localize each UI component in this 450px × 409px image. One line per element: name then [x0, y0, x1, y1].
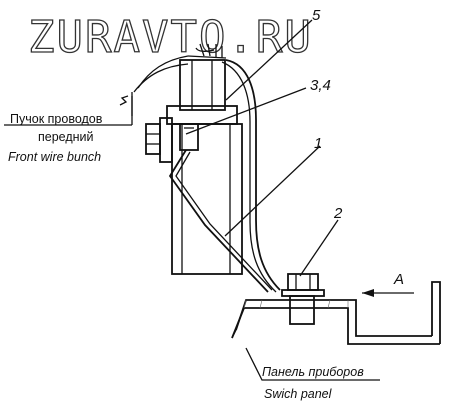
- panel-label-en: Swich panel: [264, 387, 333, 401]
- front-bunch-label-en: Front wire bunch: [8, 150, 101, 164]
- front-bunch-label-ru-1: Пучок проводов: [10, 112, 103, 126]
- connector-block: [166, 59, 243, 275]
- switch-panel: [231, 281, 441, 345]
- callout-2: 2: [333, 205, 343, 222]
- leader-lines: [4, 19, 380, 381]
- wire-5: [225, 59, 281, 291]
- callout-3-4: 3,4: [310, 77, 331, 94]
- bolt-bracket: [145, 117, 199, 163]
- front-bunch-label-ru-2: передний: [38, 130, 94, 144]
- panel-bolt: [281, 273, 325, 325]
- panel-label-ru: Панель приборов: [262, 365, 364, 379]
- callout-5: 5: [312, 7, 321, 24]
- front-wire-bunch: [119, 43, 227, 116]
- watermark: ZURAVTO.RU: [28, 12, 313, 63]
- callout-1: 1: [314, 135, 322, 152]
- view-arrow-label: A: [393, 271, 404, 288]
- view-arrow-a: A: [362, 271, 414, 297]
- wire-1: [168, 149, 269, 293]
